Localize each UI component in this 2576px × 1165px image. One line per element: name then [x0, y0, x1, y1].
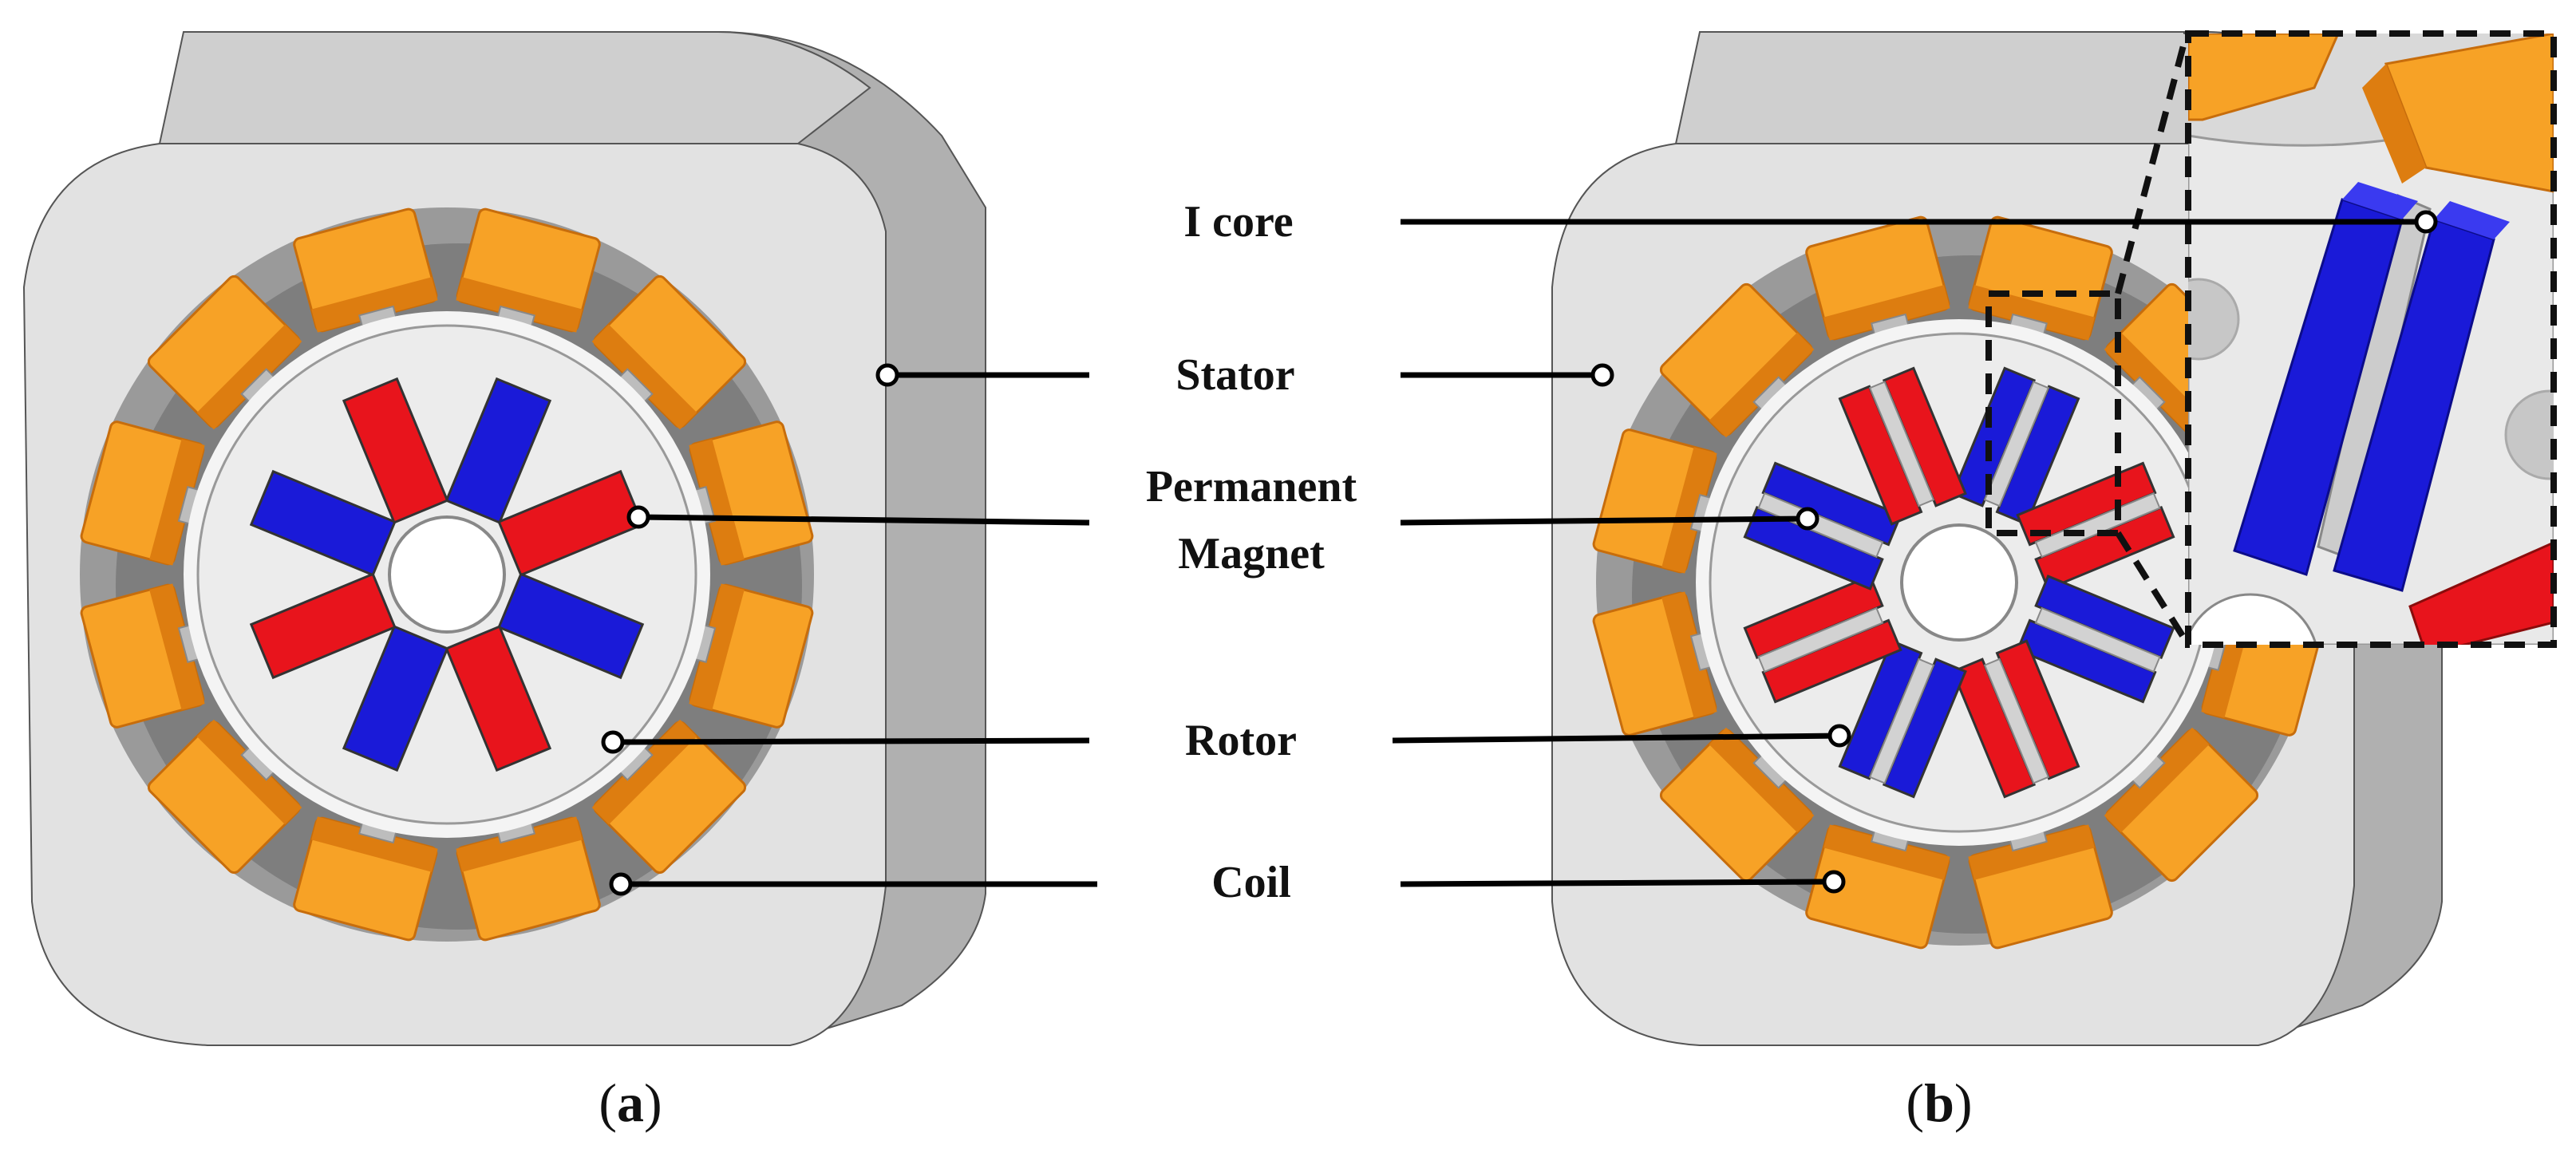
leader-magnet-a [638, 514, 1090, 526]
magnet-pair [1838, 366, 1967, 526]
label-coil: Coil [1211, 858, 1291, 907]
permanent-magnet [249, 469, 397, 577]
zoom-connector-bottom [2115, 531, 2191, 647]
pointer-coil-b [1822, 870, 1846, 894]
caption-b: (b) [1906, 1072, 1972, 1133]
coil [80, 421, 207, 566]
leader-lines [601, 210, 2438, 896]
magnet-pair [2016, 575, 2175, 704]
magnets-a [249, 377, 645, 772]
i-core [1868, 658, 1935, 784]
i-core [1757, 606, 1884, 673]
coils-a [80, 207, 814, 942]
stator-a-top [158, 31, 871, 144]
i-core [1757, 492, 1884, 559]
i-core [1983, 381, 2050, 507]
coil [1592, 428, 1720, 574]
label-stator: Stator [1175, 350, 1294, 400]
pointer-icore-b [2414, 210, 2438, 234]
pointer-rotor-b [1827, 724, 1851, 748]
coil [1968, 215, 2113, 343]
pointer-stator-b [1590, 363, 1614, 387]
permanent-magnet [444, 625, 552, 772]
coil [147, 274, 302, 430]
label-backdrop [1101, 176, 1389, 942]
magnets-b [1743, 366, 2175, 799]
permanent-magnet [342, 625, 449, 772]
magnet-pair [1743, 575, 1902, 704]
leader-coil-b [1400, 879, 1835, 887]
coil [1659, 282, 1815, 438]
coil [1659, 727, 1815, 883]
magnet-pair [1951, 366, 2080, 526]
motor-b-model [1551, 30, 2557, 1046]
permanent-magnet [497, 469, 645, 577]
i-core [1983, 658, 2050, 784]
caption-a: (a) [599, 1072, 662, 1133]
label-rotor: Rotor [1185, 716, 1297, 765]
leader-rotor-a [612, 737, 1090, 745]
leader-magnet-b [1400, 515, 1808, 526]
i-core [2034, 606, 2161, 673]
i-core [1868, 381, 1935, 507]
permanent-magnet [444, 377, 552, 524]
label-permanent: Permanent [1146, 462, 1357, 511]
label-i-core: I core [1183, 197, 1293, 247]
coil [591, 719, 747, 875]
coil [1805, 215, 1950, 343]
pointer-rotor-a [601, 730, 625, 754]
permanent-magnet [342, 377, 449, 524]
shaft-hole-a [388, 515, 506, 634]
magnet-pair [1838, 639, 1967, 799]
shaft-hole-b [1900, 523, 2018, 642]
coil [1592, 591, 1720, 737]
zoom-region-box [1985, 290, 2121, 536]
zoom-connector-top [2115, 32, 2190, 295]
zoom-inset [2185, 30, 2557, 648]
coil [293, 814, 438, 942]
permanent-magnet [249, 572, 397, 680]
leader-rotor-b [1392, 733, 1840, 744]
pointer-magnet-b [1796, 507, 1819, 531]
coil [456, 814, 601, 942]
pointer-magnet-a [626, 505, 650, 529]
magnet-pair [1743, 461, 1902, 590]
magnet-pair [1951, 639, 2080, 799]
pointer-coil-a [609, 872, 633, 896]
permanent-magnet [497, 572, 645, 680]
part-labels: I core Stator Permanent Magnet Rotor Coi… [1146, 197, 1357, 907]
motor-a-model [22, 31, 986, 1046]
label-magnet: Magnet [1178, 529, 1325, 579]
pointer-stator-a [875, 363, 899, 387]
coil [2104, 727, 2259, 883]
